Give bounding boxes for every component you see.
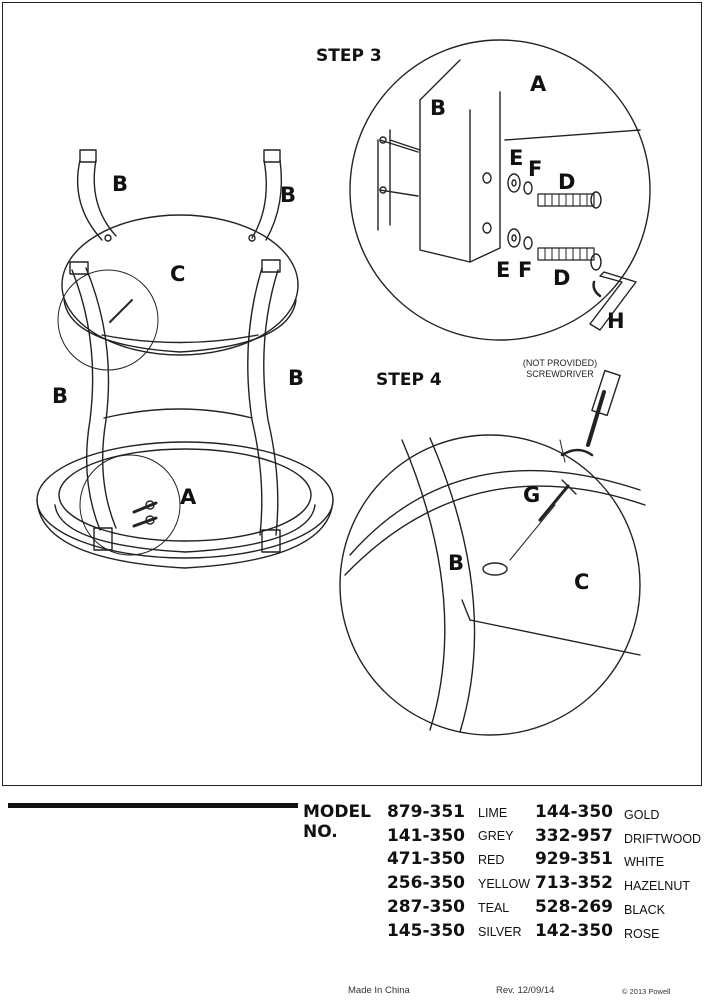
color-name: SILVER [478,925,522,939]
part-label-h: H [607,309,625,333]
screwdriver-note-line1: (NOT PROVIDED) [522,358,598,368]
model-number: 929-351 [534,849,613,869]
part-label-a: A [180,485,197,509]
part-label-b: B [430,96,447,120]
part-label-b: B [112,172,129,196]
model-header-label: MODEL NO. [303,802,371,842]
step4-detail [339,369,646,736]
part-label-b: B [288,366,305,390]
model-number: 879-351 [386,802,465,822]
screwdriver-note: (NOT PROVIDED) SCREWDRIVER [520,358,600,380]
made-in-text: Made In China [348,985,410,996]
model-number: 713-352 [534,873,613,893]
instruction-frame [2,2,702,786]
step4-title: STEP 4 [376,370,442,390]
step3-detail [349,39,651,341]
part-label-f: F [528,157,543,181]
part-label-d: D [553,266,571,290]
part-label-c: C [170,262,186,286]
model-number: 141-350 [386,826,465,846]
part-label-e: E [509,146,524,170]
color-name: BLACK [624,903,665,917]
color-name: GREY [478,829,514,843]
color-name: GOLD [624,808,660,822]
divider-rule [8,803,298,808]
model-number: 332-957 [534,826,613,846]
part-label-b: B [280,183,297,207]
part-label-b: B [52,384,69,408]
part-label-g: G [523,483,541,507]
model-number: 256-350 [386,873,465,893]
model-number: 287-350 [386,897,465,917]
model-number: 471-350 [386,849,465,869]
assembly-illustration [36,39,651,736]
model-number: 145-350 [386,921,465,941]
model-number: 142-350 [534,921,613,941]
screwdriver-note-line2: SCREWDRIVER [526,369,594,379]
color-name: ROSE [624,927,660,941]
stool-drawing [36,149,334,569]
part-label-c: C [574,570,590,594]
part-label-b: B [448,551,465,575]
color-name: TEAL [478,901,510,915]
model-number: 528-269 [534,897,613,917]
part-label-d: D [558,170,576,194]
copyright-text: © 2013 Powell [622,987,671,996]
model-number: 144-350 [534,802,613,822]
color-name: YELLOW [478,877,531,891]
color-name: LIME [478,806,508,820]
part-label-f: F [518,258,533,282]
part-label-e: E [496,258,511,282]
color-name: HAZELNUT [624,879,690,893]
part-label-a: A [530,72,547,96]
color-name: DRIFTWOOD [624,832,702,846]
step3-title: STEP 3 [316,46,382,66]
color-name: RED [478,853,505,867]
color-name: WHITE [624,855,665,869]
revision-text: Rev. 12/09/14 [496,985,555,996]
